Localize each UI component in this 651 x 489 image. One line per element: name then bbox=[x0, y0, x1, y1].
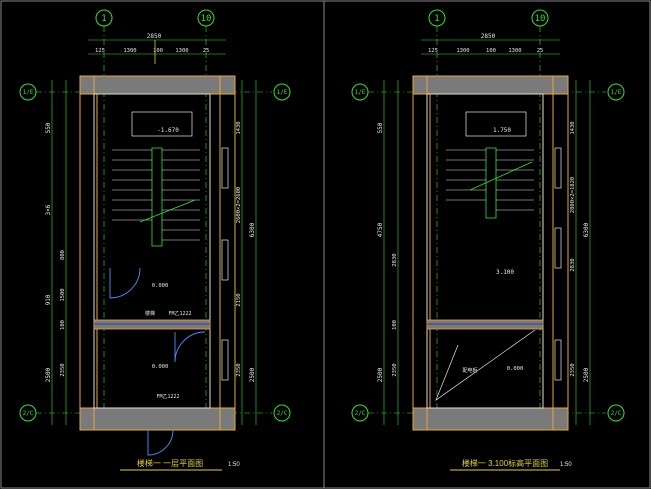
svg-text:1.750: 1.750 bbox=[493, 127, 511, 134]
svg-text:1: 1 bbox=[434, 14, 439, 24]
svg-text:1300: 1300 bbox=[508, 48, 521, 54]
svg-text:2500: 2500 bbox=[45, 367, 52, 382]
svg-text:4750: 4750 bbox=[377, 222, 384, 237]
svg-text:2850: 2850 bbox=[147, 33, 162, 40]
svg-text:1/E: 1/E bbox=[355, 89, 366, 96]
svg-text:1/E: 1/E bbox=[611, 89, 622, 96]
svg-text:FM乙1222: FM乙1222 bbox=[168, 310, 191, 317]
svg-text:2350: 2350 bbox=[60, 363, 66, 376]
svg-text:楼梯: 楼梯 bbox=[145, 310, 155, 317]
svg-text:2850: 2850 bbox=[481, 33, 496, 40]
svg-text:2350: 2350 bbox=[236, 363, 242, 376]
svg-text:2500: 2500 bbox=[249, 367, 256, 382]
grid-bubble-1: 1 bbox=[101, 14, 106, 24]
svg-text:800: 800 bbox=[60, 250, 66, 260]
svg-text:1500: 1500 bbox=[60, 288, 66, 301]
svg-text:2150: 2150 bbox=[236, 293, 242, 306]
svg-text:6300: 6300 bbox=[249, 222, 256, 237]
svg-text:0.000: 0.000 bbox=[152, 283, 169, 289]
svg-text:550: 550 bbox=[45, 122, 52, 133]
svg-text:1/E: 1/E bbox=[277, 89, 288, 96]
grid-bubble-10: 10 bbox=[201, 14, 212, 24]
svg-text:2500: 2500 bbox=[377, 367, 384, 382]
svg-text:6300: 6300 bbox=[583, 222, 590, 237]
svg-text:1300: 1300 bbox=[175, 48, 188, 54]
plan-upper-floor: 1 10 2850 125 1300 100 1300 25 1/E 1/E 2… bbox=[351, 9, 625, 471]
svg-text:100: 100 bbox=[392, 320, 398, 330]
svg-text:2830: 2830 bbox=[570, 258, 576, 271]
svg-text:100: 100 bbox=[60, 320, 66, 330]
svg-text:25: 25 bbox=[203, 48, 210, 54]
svg-text:配电柜: 配电柜 bbox=[462, 367, 477, 374]
svg-text:10: 10 bbox=[535, 14, 546, 24]
level-label: -1.670 bbox=[157, 127, 179, 134]
svg-text:1300: 1300 bbox=[456, 48, 469, 54]
svg-text:2350: 2350 bbox=[570, 363, 576, 376]
plan-scale: 1:50 bbox=[228, 462, 240, 468]
svg-text:FM乙1222: FM乙1222 bbox=[156, 393, 179, 400]
svg-text:2/C: 2/C bbox=[611, 410, 622, 417]
svg-text:1430: 1430 bbox=[570, 121, 576, 134]
svg-text:550: 550 bbox=[377, 122, 384, 133]
svg-text:0.000: 0.000 bbox=[152, 364, 169, 370]
svg-text:2/C: 2/C bbox=[277, 410, 288, 417]
plan-scale: 1:50 bbox=[560, 462, 572, 468]
svg-text:100: 100 bbox=[153, 48, 163, 54]
plan-ground-floor: 1 10 2850 125 1300 100 1300 25 1/E 1/E 2… bbox=[19, 9, 291, 471]
svg-text:1430: 1430 bbox=[236, 121, 242, 134]
plan-title: 楼梯一 一层平面图 bbox=[137, 458, 203, 468]
svg-text:2830: 2830 bbox=[392, 253, 398, 266]
svg-text:125: 125 bbox=[95, 48, 105, 54]
svg-text:910: 910 bbox=[45, 294, 52, 305]
svg-text:2600×2=2600: 2600×2=2600 bbox=[236, 187, 242, 223]
svg-text:25: 25 bbox=[537, 48, 544, 54]
svg-text:2800×2=1820: 2800×2=1820 bbox=[570, 177, 576, 213]
svg-text:2350: 2350 bbox=[392, 363, 398, 376]
svg-text:2/C: 2/C bbox=[355, 410, 366, 417]
svg-text:3×6: 3×6 bbox=[45, 204, 52, 215]
svg-text:100: 100 bbox=[486, 48, 496, 54]
svg-text:0.000: 0.000 bbox=[507, 366, 524, 372]
plan-title: 楼梯一 3.100标高平面图 bbox=[462, 458, 548, 468]
svg-text:3.100: 3.100 bbox=[496, 269, 514, 276]
svg-text:2500: 2500 bbox=[583, 367, 590, 382]
svg-text:2/C: 2/C bbox=[23, 410, 34, 417]
svg-text:1300: 1300 bbox=[123, 48, 136, 54]
svg-text:1/E: 1/E bbox=[23, 89, 34, 96]
svg-text:125: 125 bbox=[428, 48, 438, 54]
